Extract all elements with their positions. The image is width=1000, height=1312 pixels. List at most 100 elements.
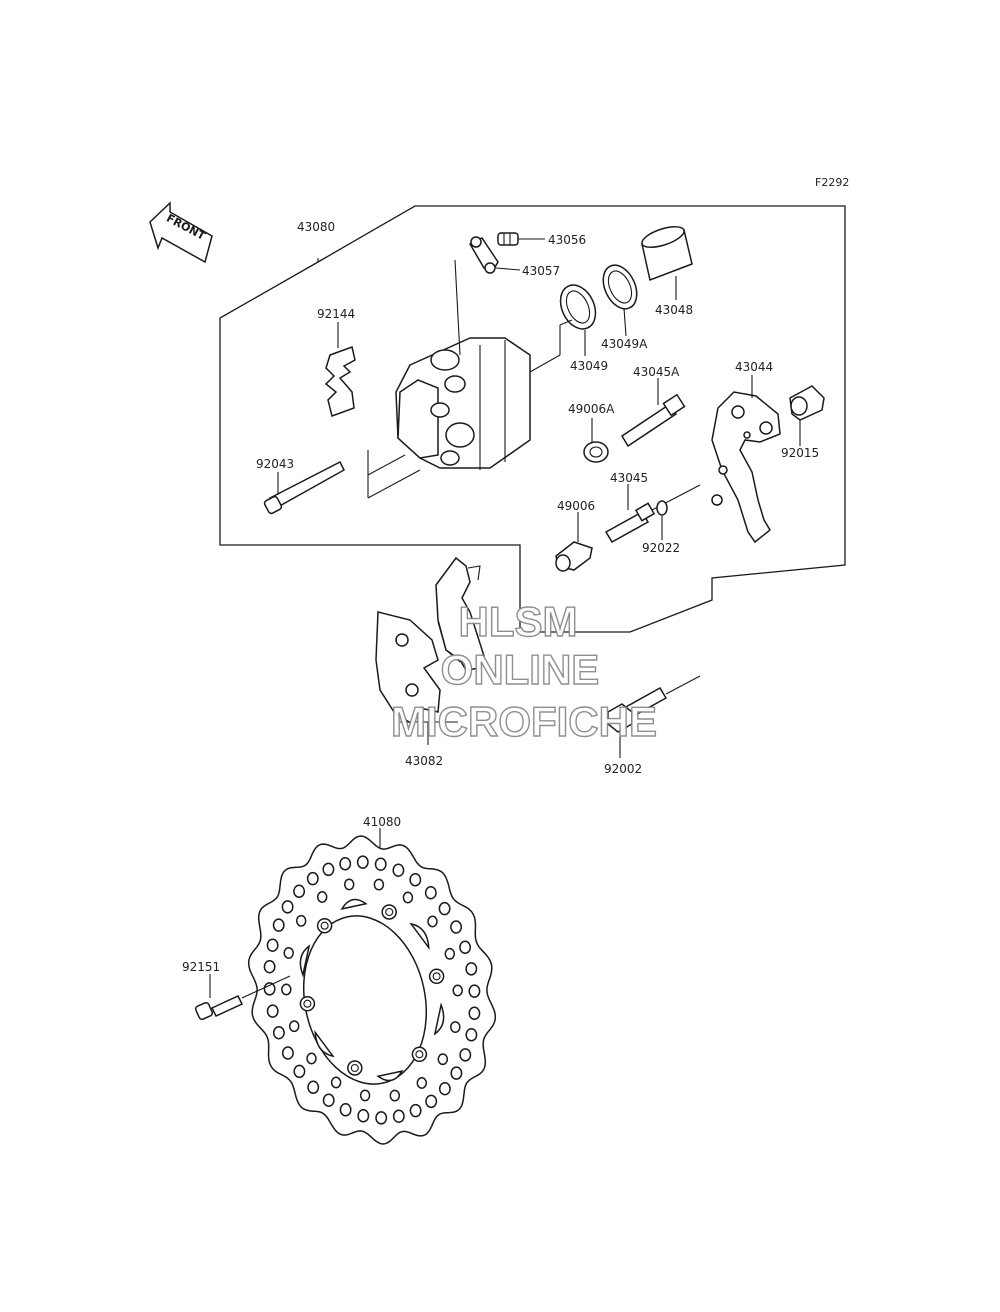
part-43080[interactable]: 43080 <box>297 220 335 234</box>
disc-mount-hole <box>316 917 333 934</box>
disc-mount-hole <box>347 1060 363 1076</box>
part-92043[interactable]: 92043 <box>256 457 294 471</box>
disc-vent-hole <box>402 891 414 904</box>
disc-vent-hole <box>266 938 279 952</box>
part-92015[interactable]: 92015 <box>781 446 819 460</box>
figure-id: F2292 <box>815 176 849 189</box>
disc-vent-hole <box>343 878 355 891</box>
watermark-line-2: ONLINE <box>441 646 600 693</box>
disc-vent-hole <box>293 1064 306 1079</box>
disc-vent-hole <box>281 983 292 996</box>
slide-pin-a-icon <box>620 378 686 448</box>
disc-slot <box>340 898 368 910</box>
disc-slot <box>433 1002 445 1036</box>
caliper-assembly-outline <box>219 205 846 633</box>
disc-vent-hole <box>295 914 307 927</box>
part-43048[interactable]: 43048 <box>655 303 693 317</box>
disc-vent-hole <box>444 947 456 960</box>
disc-vent-hole <box>339 1103 352 1117</box>
disc-vent-hole <box>465 1028 478 1042</box>
brake-disc-icon <box>247 828 497 1145</box>
bleeder-screw-icon <box>497 232 545 246</box>
disc-mount-hole <box>428 968 445 985</box>
disc-vent-hole <box>438 1081 451 1096</box>
disc-mount-hole <box>299 995 316 1012</box>
disc-vent-hole <box>339 857 352 871</box>
disc-vent-hole <box>392 863 405 877</box>
disc-vent-hole <box>330 1076 342 1089</box>
disc-vent-hole <box>272 1025 285 1040</box>
part-43082[interactable]: 43082 <box>405 754 443 768</box>
disc-vent-hole <box>468 984 481 998</box>
disc-mount-hole-inner <box>303 999 312 1008</box>
disc-vent-hole <box>281 900 294 914</box>
part-43049a[interactable]: 43049A <box>601 337 648 351</box>
disc-vent-hole <box>263 982 276 996</box>
pad-spring-icon <box>324 322 356 417</box>
disc-vent-hole <box>438 901 451 916</box>
disc-slot <box>299 944 311 978</box>
part-43049[interactable]: 43049 <box>570 359 608 373</box>
disc-vent-hole <box>283 946 294 959</box>
disc-mount-hole <box>381 904 397 920</box>
disc-vent-hole <box>459 940 472 955</box>
part-43045a[interactable]: 43045A <box>633 365 680 379</box>
part-43044[interactable]: 43044 <box>735 360 773 374</box>
disc-vent-hole <box>450 1021 461 1034</box>
disc-vent-hole <box>389 1089 401 1102</box>
part-43056[interactable]: 43056 <box>548 233 586 247</box>
part-92151[interactable]: 92151 <box>182 960 220 974</box>
piston-seal-icon <box>559 284 597 356</box>
disc-vent-hole <box>468 1006 481 1021</box>
disc-vent-hole <box>293 884 306 899</box>
boot-a-icon <box>583 418 609 463</box>
circlip-icon <box>656 500 668 540</box>
part-41080[interactable]: 41080 <box>363 815 401 829</box>
disc-vent-hole <box>272 918 285 932</box>
disc-vent-hole <box>357 1109 370 1123</box>
disc-mount-hole-inner <box>385 907 394 917</box>
disc-vent-hole <box>306 1052 317 1065</box>
disc-vent-hole <box>424 885 437 900</box>
disc-vent-hole <box>316 891 328 903</box>
disc-vent-hole <box>425 1094 438 1109</box>
disc-vent-hole <box>459 1048 472 1062</box>
disc-vent-hole <box>288 1020 300 1033</box>
boot-icon <box>555 512 593 572</box>
watermark-line-1: HLSM <box>459 598 578 645</box>
disc-vent-hole <box>322 1093 335 1107</box>
part-92002[interactable]: 92002 <box>604 762 642 776</box>
caliper-body-icon <box>367 259 573 499</box>
disc-vent-hole <box>416 1077 428 1089</box>
disc-bolt-icon <box>194 974 291 1021</box>
dust-seal-icon <box>602 264 638 337</box>
part-43057[interactable]: 43057 <box>522 264 560 278</box>
disc-vent-hole <box>356 855 369 869</box>
collar-icon <box>789 385 825 446</box>
disc-slot <box>409 922 430 951</box>
disc-vent-hole <box>452 984 463 997</box>
disc-vent-hole <box>374 857 387 871</box>
part-92022[interactable]: 92022 <box>642 541 680 555</box>
disc-vent-hole <box>322 862 335 877</box>
bleeder-cap-icon <box>468 236 521 274</box>
part-49006a[interactable]: 49006A <box>568 402 615 416</box>
disc-vent-hole <box>266 1004 279 1018</box>
disc-vent-hole <box>437 1053 449 1066</box>
disc-mount-hole-inner <box>432 972 441 981</box>
piston-icon <box>641 226 693 300</box>
disc-vent-hole <box>306 871 319 886</box>
pad-pin-icon <box>263 460 345 515</box>
disc-vent-hole <box>392 1109 405 1123</box>
caliper-bracket-icon <box>711 375 781 544</box>
front-arrow-icon: FRONT <box>149 201 213 264</box>
part-92144[interactable]: 92144 <box>317 307 355 321</box>
part-49006[interactable]: 49006 <box>557 499 595 513</box>
disc-vent-hole <box>409 873 422 887</box>
part-43045[interactable]: 43045 <box>610 471 648 485</box>
brake-pads-icon <box>375 556 485 745</box>
slide-pin-icon <box>604 484 701 544</box>
disc-vent-hole <box>465 962 478 976</box>
disc-vent-hole <box>373 878 385 891</box>
